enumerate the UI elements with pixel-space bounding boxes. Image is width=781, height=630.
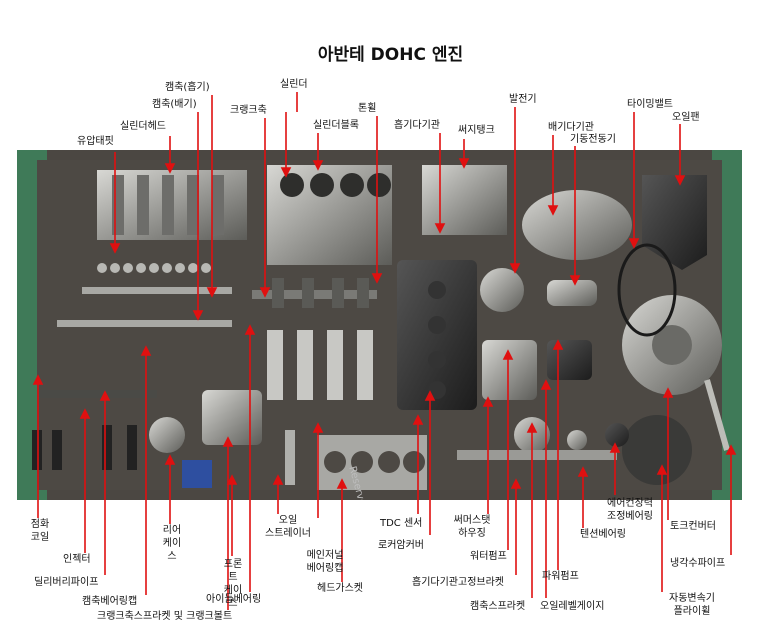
label-oil-pan: 오일팬 [672, 112, 700, 123]
label-crankshaft: 크랭크축 [230, 105, 267, 116]
label-cylinder-block: 실린더블록 [313, 120, 359, 131]
label-main-journal-cap-text: 메인저널 베어링캡 [306, 550, 344, 574]
label-tensioner-bearing: 텐션베어링 [580, 529, 626, 540]
label-intake-manifold: 흡기다기관 [394, 120, 440, 131]
label-cam-exhaust: 캠축(배기) [152, 99, 197, 110]
label-timing-belt: 타이밍밸트 [627, 99, 673, 110]
label-cylinder-head: 실린더헤드 [120, 121, 166, 132]
label-rear-case: 리어 케이스 [160, 524, 184, 563]
label-delivery-pipe: 딜리버리파이프 [34, 577, 99, 588]
label-tonwheel: 톤휠 [358, 103, 377, 114]
label-coolant-pipe: 냉각수파이프 [670, 558, 726, 569]
label-starter-motor: 기동전동기 [570, 134, 616, 145]
label-transmission-flywheel: 자동변속기 플라이휠 [664, 592, 720, 618]
label-rear-case-text: 리어 케이스 [162, 525, 182, 562]
engine-parts-photo: Reserved by HD1 [17, 150, 742, 500]
label-power-pump: 파워펌프 [542, 571, 579, 582]
label-transmission-flywheel-text: 자동변속기 플라이휠 [669, 593, 715, 617]
page-title: 아반테 DOHC 엔진 [317, 45, 464, 65]
label-thermostat-housing: 써머스탯 하우징 [450, 514, 494, 540]
label-idler-bearing: 아이들베어링 [206, 594, 262, 605]
label-front-case-text: 프론트 케이스 [223, 559, 243, 609]
label-rocker-arm-cover: 로커암커버 [378, 540, 424, 551]
label-head-gasket: 헤드가스켓 [317, 583, 363, 594]
label-cam-bearing-cap: 캠축베어링캡 [82, 596, 138, 607]
label-cam-intake: 캠축(흡기) [165, 82, 210, 93]
label-injector: 인젝터 [63, 554, 91, 565]
label-crank-sprocket-bolt: 크랭크축스프라켓 및 크랭크볼트 [97, 611, 233, 622]
label-torque-converter: 토크컨버터 [670, 521, 716, 532]
label-oil-pressure-switch: 유압태핏 [77, 136, 114, 147]
engine-parts-illustration [17, 150, 742, 500]
label-oil-level-gauge: 오일레벨게이지 [540, 601, 605, 612]
label-ignition-coil: 점화 코일 [30, 518, 50, 544]
label-main-journal-cap: 메인저널 베어링캡 [305, 549, 345, 575]
label-oil-strainer-text: 오일 스트레이너 [265, 515, 311, 539]
label-surge-tank: 써지탱크 [458, 125, 495, 136]
label-water-pump: 워터펌프 [470, 551, 507, 562]
label-alternator: 발전기 [509, 94, 537, 105]
label-front-case: 프론트 케이스 [221, 558, 245, 610]
label-ac-tension-bearing-text: 에어컨장력 조정베어링 [607, 498, 653, 522]
label-thermostat-housing-text: 써머스탯 하우징 [453, 515, 491, 539]
label-exhaust-manifold: 배기다기관 [548, 122, 594, 133]
label-cylinder: 실린더 [280, 79, 308, 90]
label-tdc-sensor: TDC 센서 [380, 518, 423, 529]
label-intake-bracket: 흡기다기관고정브라켓 [412, 577, 504, 588]
label-ac-tension-bearing: 에어컨장력 조정베어링 [600, 497, 660, 523]
label-ignition-coil-text: 점화 코일 [30, 519, 50, 543]
label-cam-sprocket: 캠축스프라켓 [470, 601, 526, 612]
label-oil-strainer: 오일 스트레이너 [260, 514, 316, 540]
